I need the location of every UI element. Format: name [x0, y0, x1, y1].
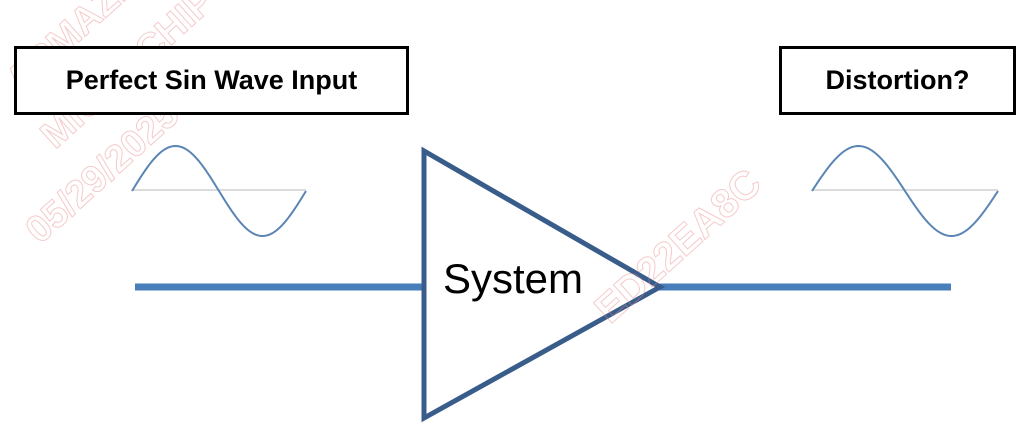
input-label-text: Perfect Sin Wave Input — [65, 65, 358, 95]
watermark-line-4: ED22EA8C — [587, 161, 770, 332]
input-sine-curve — [131, 144, 307, 238]
input-sine-wave-icon — [131, 144, 307, 238]
output-sine-wave-icon — [811, 144, 999, 238]
output-label-text: Distortion? — [825, 65, 970, 95]
system-label: System — [443, 255, 584, 302]
output-sine-curve — [811, 144, 999, 238]
system-triangle-icon — [421, 146, 666, 423]
output-label-box: Distortion? — [779, 46, 1016, 115]
input-label-box: Perfect Sin Wave Input — [14, 46, 409, 115]
